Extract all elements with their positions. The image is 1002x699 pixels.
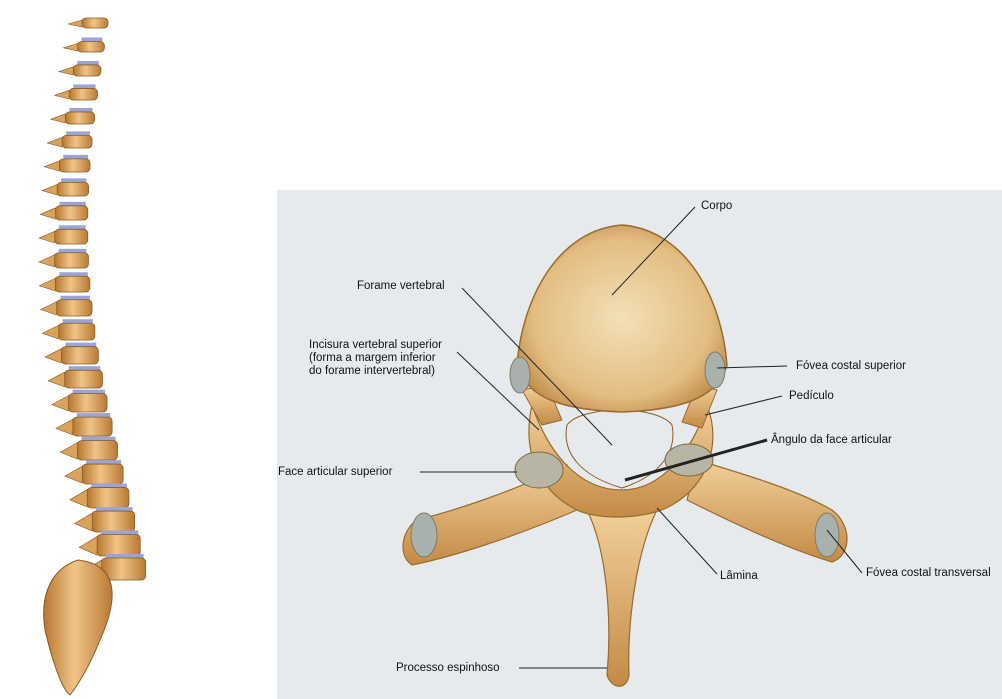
label-corpo: Corpo (701, 200, 732, 213)
label-lamina: Lâmina (720, 570, 758, 583)
vertebra (55, 276, 90, 292)
vertebra (59, 323, 95, 340)
leader-fovea-superior (717, 366, 787, 368)
vertebra (65, 112, 94, 124)
spinous-process-small (41, 302, 57, 315)
label-processo-espinhoso: Processo espinhoso (396, 662, 500, 675)
vertebra (78, 41, 105, 52)
vertebra (69, 88, 97, 100)
incisura-line-2: (forma a margem inferior (309, 352, 479, 365)
vertebra (92, 511, 134, 532)
vertebra (62, 135, 92, 148)
vertebral-body (517, 225, 727, 412)
spinous-process-small (59, 67, 73, 75)
spinous-process-small (63, 43, 77, 51)
leader-pediculo (705, 396, 782, 415)
spinous-process-small (55, 90, 70, 99)
spinous-process-small (79, 537, 97, 555)
vertebra (65, 370, 103, 388)
thoracic-vertebra-diagram: Corpo Forame vertebral Incisura vertebra… (277, 190, 1002, 699)
spinal-column-illustration (0, 0, 160, 699)
vertebra-illustration (277, 190, 1002, 699)
vertebra (56, 206, 88, 220)
vertebra (57, 182, 88, 196)
incisura-line-3: do forame intervertebral) (309, 365, 479, 378)
vertebra (73, 65, 101, 76)
spinous-process-small (48, 372, 65, 387)
vertebra (73, 417, 112, 436)
intervertebral-disc (82, 37, 103, 41)
vertebra (55, 253, 89, 268)
leader-lamina (657, 508, 717, 574)
label-angulo-face-articular: Ângulo da face articular (771, 434, 892, 447)
sacrum-coccyx (44, 560, 113, 695)
spinous-process-small (40, 208, 55, 219)
spinous-process-small (39, 231, 55, 243)
spinous-process-small (52, 396, 69, 411)
fovea-costal-superior-right-surface (705, 352, 725, 388)
vertebra (82, 464, 123, 484)
spinous-process-small (42, 325, 58, 339)
vertebra (59, 159, 90, 172)
vertebra (97, 535, 140, 556)
vertebra (69, 394, 108, 412)
incisura-line-1: Incisura vertebral superior (309, 339, 479, 352)
label-forame-vertebral: Forame vertebral (357, 280, 445, 293)
superior-articular-facet-right (665, 444, 713, 476)
fovea-costal-transversal-left-surface (411, 513, 437, 557)
spinous-process-small (56, 419, 73, 435)
vertebral-foramen (566, 410, 673, 488)
label-pediculo: Pedículo (789, 390, 834, 403)
vertebra (55, 229, 88, 244)
spinous-process-small (68, 20, 82, 27)
label-fovea-costal-superior: Fóvea costal superior (796, 360, 906, 373)
spinous-process-small (47, 137, 62, 147)
spinous-process-small (51, 114, 66, 123)
superior-articular-facet-left (515, 452, 563, 488)
spinous-process-small (60, 443, 77, 459)
spinous-process-small (65, 466, 82, 483)
vertebrae-stack (39, 18, 146, 580)
spinous-process-small (39, 255, 55, 267)
label-face-articular-superior: Face articular superior (278, 466, 392, 479)
spinous-process-small (44, 161, 59, 171)
vertebra (57, 300, 92, 316)
vertebra (61, 347, 98, 364)
spinous-process-small (70, 490, 87, 507)
spinous-process-small (45, 349, 61, 363)
vertebra (82, 18, 108, 28)
fovea-costal-transversal-right-surface (815, 513, 839, 557)
spinous-process-small (42, 184, 57, 195)
label-fovea-costal-transversal: Fóvea costal transversal (866, 567, 991, 580)
spinous-process-small (39, 278, 55, 291)
spinous-process (587, 510, 657, 686)
vertebra (87, 488, 129, 508)
vertebra (77, 441, 117, 460)
label-incisura-vertebral-superior: Incisura vertebral superior (forma a mar… (309, 339, 479, 378)
fovea-costal-superior-left-surface (510, 357, 530, 393)
spinous-process-small (75, 513, 93, 531)
